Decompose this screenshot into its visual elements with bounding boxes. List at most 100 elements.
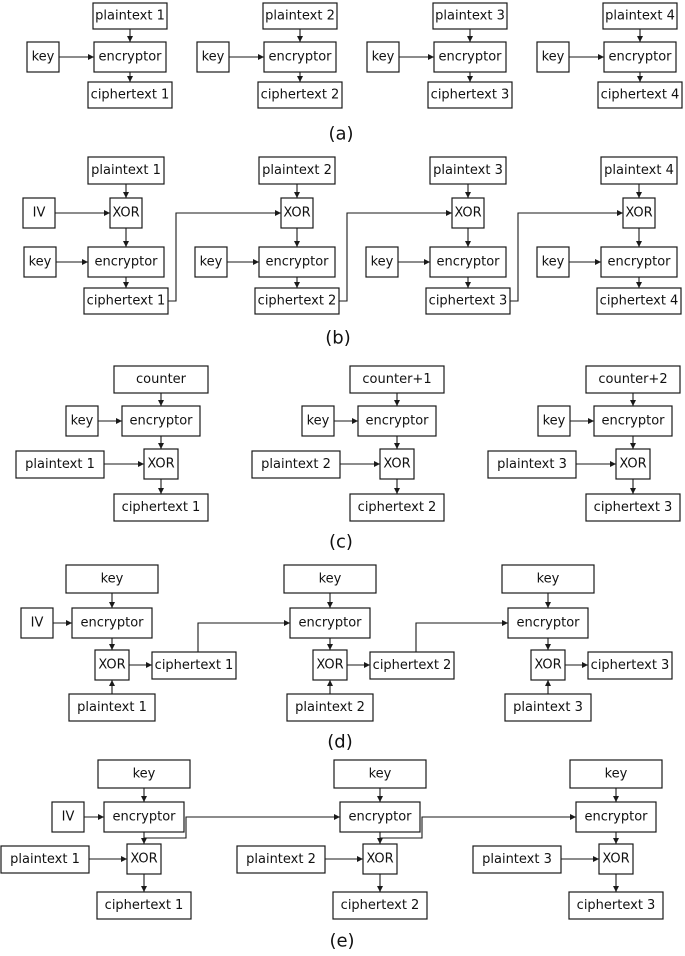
b-plaintext-1: plaintext 1 (87, 156, 165, 185)
a-plaintext-4-label: plaintext 4 (605, 9, 675, 24)
e-xor-1: XOR (126, 843, 162, 875)
e-encryptor-3: encryptor (575, 801, 657, 833)
b-encryptor-1-label: encryptor (94, 255, 158, 270)
e-ciphertext-3-frame (568, 891, 664, 920)
e-ciphertext-3-label: ciphertext 3 (577, 898, 656, 913)
a-encryptor-2: encryptor (263, 41, 337, 73)
c-key-2-frame (301, 405, 335, 437)
e-key-1-frame (97, 759, 191, 789)
b-ciphertext-2-frame (254, 287, 340, 315)
d-key-2: key (283, 564, 377, 594)
e-iv-label: IV (62, 810, 75, 825)
d-xor-2-frame (312, 649, 348, 681)
d-encryptor-3-frame (507, 607, 589, 639)
d-plaintext-2: plaintext 2 (286, 693, 374, 722)
a-ciphertext-3: ciphertext 3 (427, 81, 513, 109)
b-plaintext-4-label: plaintext 4 (604, 163, 674, 178)
b-xor-1-frame (109, 197, 143, 229)
c-xor-2-label: XOR (383, 457, 410, 472)
b-key-1: key (23, 246, 57, 278)
d-plaintext-2-label: plaintext 2 (295, 700, 365, 715)
b-key-4: key (536, 246, 570, 278)
d-ciphertext-2-label: ciphertext 2 (373, 658, 452, 673)
a-encryptor-1: encryptor (93, 41, 167, 73)
a-key-1: key (26, 41, 60, 73)
b-ciphertext-3-frame (425, 287, 511, 315)
d-iv-label: IV (31, 616, 44, 631)
d-encryptor-2: encryptor (289, 607, 371, 639)
b-plaintext-3: plaintext 3 (429, 156, 507, 185)
connector-layer (53, 29, 643, 892)
e-xor-2-frame (362, 843, 398, 875)
a-key-1-frame (26, 41, 60, 73)
e-encryptor-1-label: encryptor (112, 810, 176, 825)
a-encryptor-4: encryptor (603, 41, 677, 73)
d-ciphertext-2: ciphertext 2 (369, 651, 455, 680)
d-encryptor-3: encryptor (507, 607, 589, 639)
b-xor-3-frame (451, 197, 485, 229)
d-key-1: key (65, 564, 159, 594)
b-iv: IV (22, 197, 56, 229)
b-plaintext-4-frame (600, 156, 678, 185)
a-key-3-label: key (372, 50, 395, 65)
e-plaintext-3-frame (472, 845, 562, 874)
b-key-2: key (194, 246, 228, 278)
d-xor-2-label: XOR (316, 658, 343, 673)
d-iv: IV (20, 607, 54, 639)
e-key-2-frame (333, 759, 427, 789)
b-key-2-frame (194, 246, 228, 278)
b-encryptor-4-label: encryptor (607, 255, 671, 270)
b-plaintext-3-label: plaintext 3 (433, 163, 503, 178)
b-ciphertext-2: ciphertext 2 (254, 287, 340, 315)
d-encryptor-1-label: encryptor (80, 616, 144, 631)
d-plaintext-3-label: plaintext 3 (513, 700, 583, 715)
c-plaintext-2-label: plaintext 2 (261, 457, 331, 472)
b-key-4-frame (536, 246, 570, 278)
d-xor-3-label: XOR (534, 658, 561, 673)
b-iv-frame (22, 197, 56, 229)
e-ciphertext-1-frame (96, 891, 192, 920)
b-xor-4: XOR (622, 197, 656, 229)
d-plaintext-1-frame (68, 693, 156, 722)
b-xor-3-label: XOR (454, 206, 481, 221)
a-plaintext-1: plaintext 1 (92, 2, 168, 30)
caption-layer: (a)(b)(c)(d)(e) (325, 124, 354, 952)
d-xor-2: XOR (312, 649, 348, 681)
c-counter-2-label: counter+1 (362, 372, 431, 387)
c-key-1: key (65, 405, 99, 437)
block-layer: plaintext 1 key encryptor ciphertext 1 plain… (0, 2, 683, 920)
b-encryptor-3-label: encryptor (436, 255, 500, 270)
d-xor-1-frame (94, 649, 130, 681)
c-counter-3-frame (585, 365, 681, 394)
c-encryptor-1-frame (121, 405, 201, 437)
c-plaintext-3: plaintext 3 (487, 450, 577, 479)
e-encryptor-1: encryptor (103, 801, 185, 833)
b-plaintext-4: plaintext 4 (600, 156, 678, 185)
d-key-3: key (501, 564, 595, 594)
c-ciphertext-1-label: ciphertext 1 (122, 500, 201, 515)
a-ciphertext-2-frame (257, 81, 343, 109)
b-xor-1-label: XOR (112, 206, 139, 221)
d-ciphertext-1-frame (151, 651, 237, 680)
c-ciphertext-1-frame (113, 493, 209, 522)
b-ciphertext-1-label: ciphertext 1 (87, 294, 166, 309)
c-plaintext-2: plaintext 2 (251, 450, 341, 479)
d-key-1-frame (65, 564, 159, 594)
e-key-1-label: key (133, 767, 156, 782)
d-wire-chain-1 (197, 620, 290, 652)
a-encryptor-2-frame (263, 41, 337, 73)
a-plaintext-2-label: plaintext 2 (265, 9, 335, 24)
e-key-2: key (333, 759, 427, 789)
e-key-3-label: key (605, 767, 628, 782)
c-xor-2: XOR (379, 448, 415, 480)
c-key-1-frame (65, 405, 99, 437)
d-xor-3: XOR (530, 649, 566, 681)
d-encryptor-3-label: encryptor (516, 616, 580, 631)
b-wire-chain-3 (510, 210, 623, 302)
a-plaintext-4-frame (602, 2, 678, 30)
b-plaintext-3-frame (429, 156, 507, 185)
caption-a: (a) (328, 124, 353, 145)
d-key-1-label: key (101, 572, 124, 587)
d-ciphertext-3: ciphertext 3 (587, 651, 673, 680)
b-key-1-label: key (29, 255, 52, 270)
